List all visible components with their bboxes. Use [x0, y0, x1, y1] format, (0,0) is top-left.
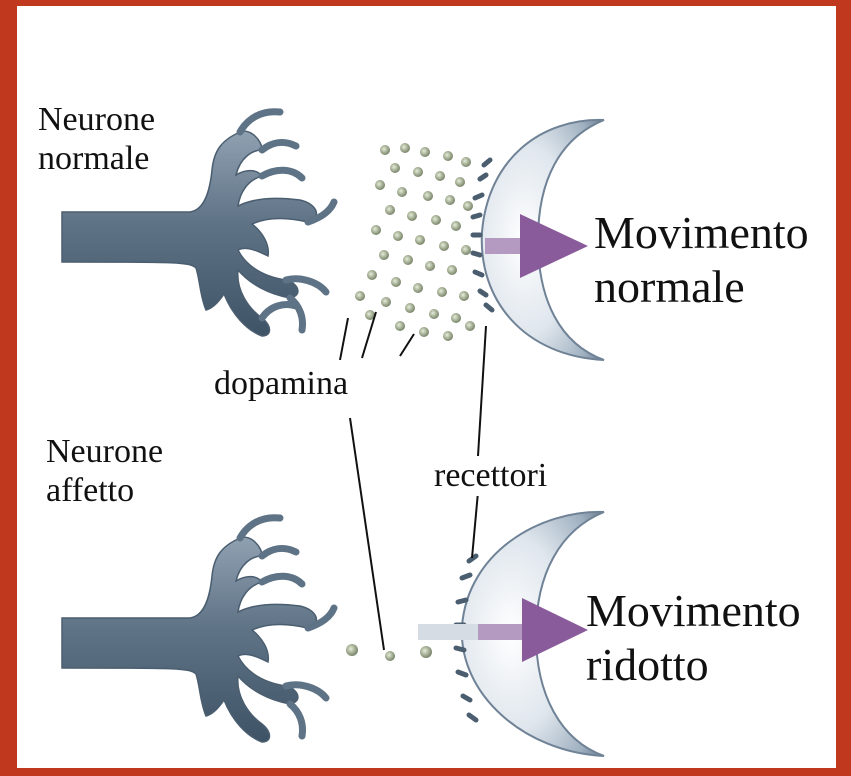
label-neuron-affected-line2: affetto: [46, 471, 163, 510]
label-dopamine: dopamina: [214, 364, 348, 403]
label-neuron-normal-line1: Neurone: [38, 100, 155, 139]
label-movement-reduced-line1: Movimento: [586, 584, 801, 638]
label-movement-normal: Movimento normale: [594, 206, 809, 315]
dopamine-dots-affected: [346, 644, 432, 661]
label-movement-normal-line2: normale: [594, 260, 809, 314]
label-neuron-affected: Neurone affetto: [46, 432, 163, 510]
label-neuron-normal-line2: normale: [38, 139, 155, 178]
label-movement-reduced-line2: ridotto: [586, 638, 801, 692]
neuron-affected-terminal: [62, 518, 334, 742]
label-neuron-normal: Neurone normale: [38, 100, 155, 178]
label-neuron-affected-line1: Neurone: [46, 432, 163, 471]
dopamine-dots-normal: [355, 143, 475, 341]
label-movement-reduced: Movimento ridotto: [586, 584, 801, 693]
label-movement-normal-line1: Movimento: [594, 206, 809, 260]
label-receptors: recettori: [434, 456, 547, 495]
